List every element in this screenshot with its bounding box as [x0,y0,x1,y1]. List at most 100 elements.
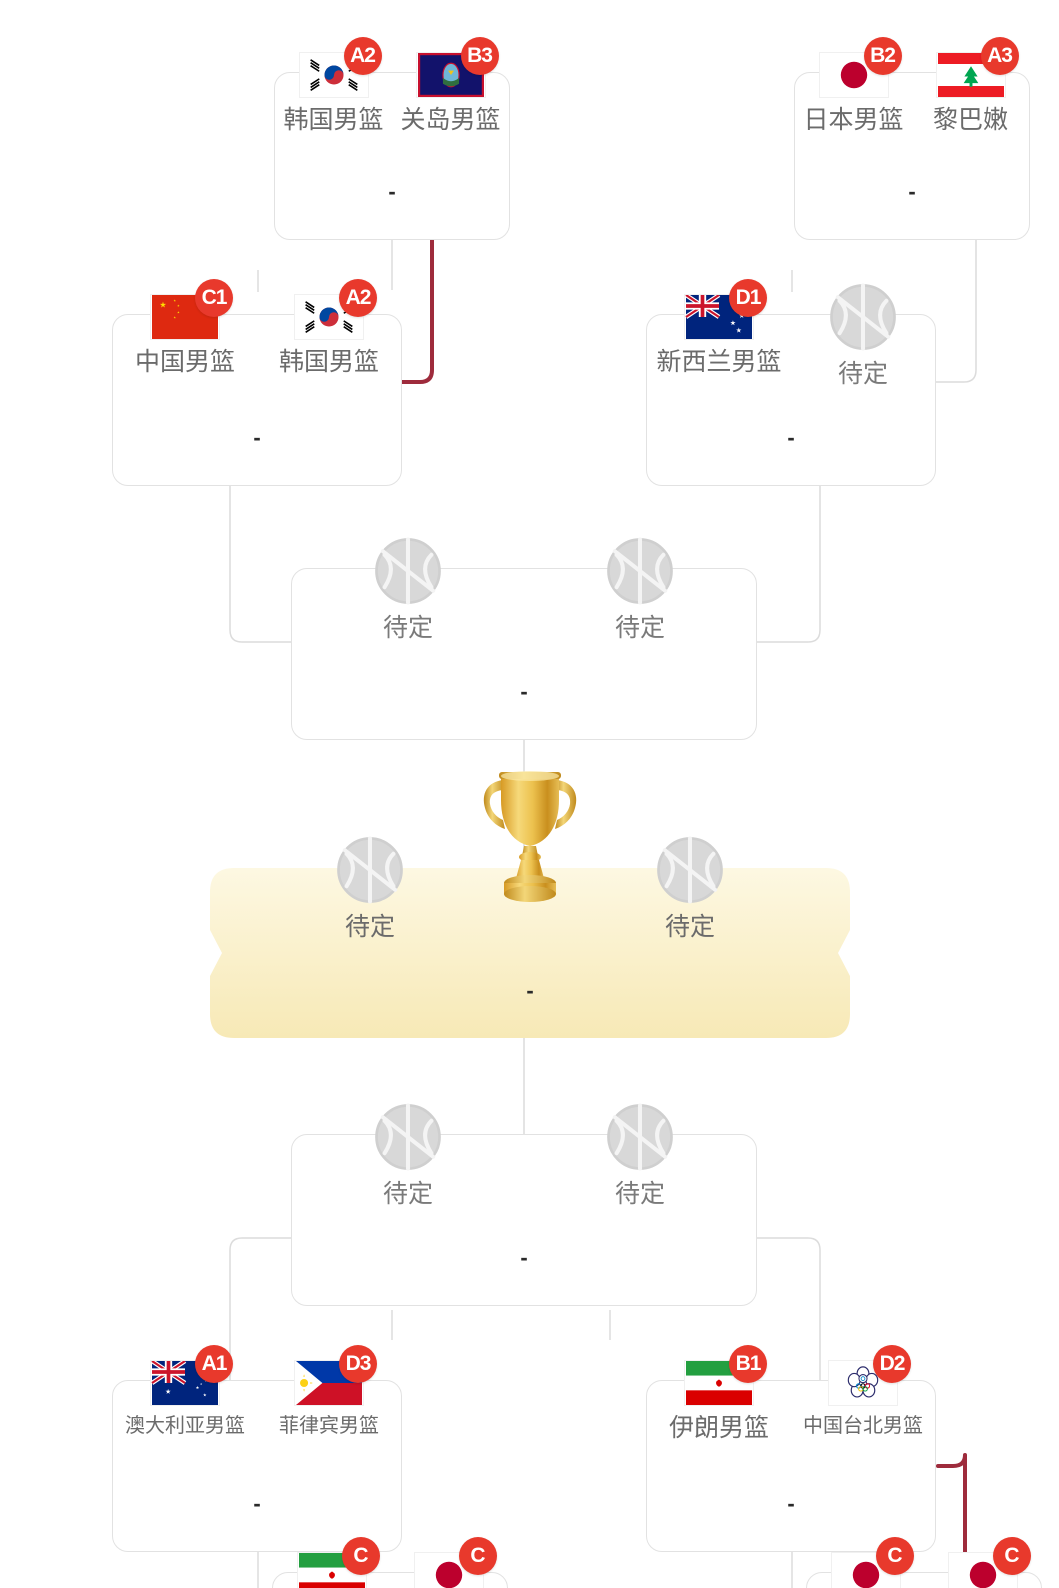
team-name: 中国台北男篮 [803,1415,923,1437]
seed-badge: B1 [729,1345,767,1383]
team-name: 韩国男篮 [278,348,379,376]
seed-badge: A2 [343,37,382,75]
match-card-newzealand-vs-tbd[interactable]: D1 新西兰男篮 待定 - [646,279,936,486]
seed-badge: B3 [460,37,499,75]
team-name: 待定 [382,1180,433,1208]
basketball-placeholder-icon [372,535,444,607]
seed-badge: B2 [863,37,902,75]
match-card-australia-vs-philippines[interactable]: A1 澳大利亚男篮 D3 菲律宾男篮 - [112,1345,402,1552]
match-score: - [253,1491,261,1516]
team-away[interactable]: B3 关岛男篮 [392,37,509,135]
match-score: - [526,978,534,1003]
match-card-china-vs-korea[interactable]: C1 中国男篮 A2 韩国男篮 - [112,279,402,486]
team-home[interactable]: 待定 [292,1135,524,1209]
team-away[interactable]: C [924,1537,1041,1588]
teams-row: A1 澳大利亚男篮 D3 菲律宾男篮 [113,1345,401,1551]
flag-wrap: A2 [298,37,382,99]
flag-wrap: C [947,1537,1031,1588]
team-away[interactable]: 待定 [524,569,756,643]
basketball-placeholder-icon [604,535,676,607]
team-name: 韩国男篮 [283,106,384,134]
team-name: 伊朗男篮 [668,1414,769,1442]
seed-badge: D1 [729,279,767,317]
seed-badge: A3 [980,37,1019,75]
match-card-next-row-right[interactable]: C C [806,1537,1042,1588]
teams-row: A2 韩国男篮 B3 关岛男篮 [275,37,509,239]
seed-badge: C [875,1537,914,1575]
basketball-placeholder-icon [372,1101,444,1173]
team-name: 待定 [837,360,888,388]
team-away[interactable]: D2 中国台北男篮 [791,1345,935,1437]
team-away[interactable]: A3 黎巴嫩 [912,37,1029,135]
teams-row: C C [807,1537,1041,1588]
team-away[interactable]: D3 菲律宾男篮 [257,1345,401,1437]
team-home[interactable]: 待定 [292,569,524,643]
match-card-next-row-left[interactable]: C C [272,1537,508,1588]
match-card-iran-vs-taipei[interactable]: B1 伊朗男篮 D2 中国台北男篮 - [646,1345,936,1552]
basketball-placeholder-icon [654,834,726,906]
match-card-japan-vs-lebanon[interactable]: B2 日本男篮 A3 黎巴嫩 - [794,37,1030,240]
connector-line-highlight [936,1453,967,1468]
match-card-korea-vs-guam[interactable]: A2 韩国男篮 B3 关岛男篮 - [274,37,510,240]
team-name: 澳大利亚男篮 [125,1415,245,1437]
flag-wrap: B3 [415,37,499,99]
flag-wrap: D3 [293,1345,377,1407]
team-away[interactable]: 待定 [530,868,850,942]
seed-badge: A2 [339,279,377,317]
teams-row: 待定 待定 [292,569,756,739]
flag-wrap: C [296,1537,380,1588]
seed-badge: A1 [195,1345,233,1383]
seed-badge: C1 [195,279,233,317]
basketball-placeholder-icon [334,834,406,906]
team-name: 黎巴嫩 [932,106,1008,134]
seed-badge: C [992,1537,1031,1575]
match-card-final[interactable]: 待定 待定 - [210,868,850,1038]
team-home[interactable]: C1 中国男篮 [113,279,257,377]
flag-wrap: A1 [149,1345,233,1407]
team-home[interactable]: A1 澳大利亚男篮 [113,1345,257,1437]
flag-wrap: B2 [818,37,902,99]
seed-badge: C [458,1537,497,1575]
team-name: 新西兰男篮 [656,348,782,376]
match-score: - [787,1491,795,1516]
basketball-placeholder-icon [827,281,899,353]
match-score: - [520,1245,528,1270]
team-away[interactable]: C [390,1537,507,1588]
team-home[interactable]: A2 韩国男篮 [275,37,392,135]
team-name: 待定 [614,614,665,642]
team-home[interactable]: B1 伊朗男篮 [647,1345,791,1443]
teams-row: D1 新西兰男篮 待定 [647,279,935,485]
team-away[interactable]: 待定 [791,315,935,389]
connector-line [756,485,821,643]
team-name: 关岛男篮 [400,106,501,134]
team-home[interactable]: 待定 [210,868,530,942]
flag-wrap: D1 [683,279,767,341]
seed-badge: C [341,1537,380,1575]
teams-row: 待定 待定 [292,1135,756,1305]
team-home[interactable]: B2 日本男篮 [795,37,912,135]
team-away[interactable]: 待定 [524,1135,756,1209]
connector-line [229,485,292,643]
match-score: - [388,179,396,204]
team-home[interactable]: C [273,1537,390,1588]
flag-wrap: A3 [935,37,1019,99]
match-card-semifinal-upper[interactable]: 待定 待定 - [291,568,757,740]
flag-japan-icon [818,52,889,98]
teams-row: C1 中国男篮 A2 韩国男篮 [113,279,401,485]
teams-row: B2 日本男篮 A3 黎巴嫩 [795,37,1029,239]
team-name: 日本男篮 [803,106,904,134]
team-away[interactable]: A2 韩国男篮 [257,279,401,377]
flag-wrap: D2 [827,1345,911,1407]
match-card-semifinal-lower[interactable]: 待定 待定 - [291,1134,757,1306]
team-name: 待定 [382,614,433,642]
connector-line [229,1237,292,1392]
flag-wrap: B1 [683,1345,767,1407]
flag-wrap: C1 [149,279,233,341]
teams-row: 待定 待定 [210,868,850,1038]
team-name: 菲律宾男篮 [279,1415,379,1437]
team-home[interactable]: C [807,1537,924,1588]
match-score: - [520,679,528,704]
seed-badge: D2 [873,1345,911,1383]
team-home[interactable]: D1 新西兰男篮 [647,279,791,377]
